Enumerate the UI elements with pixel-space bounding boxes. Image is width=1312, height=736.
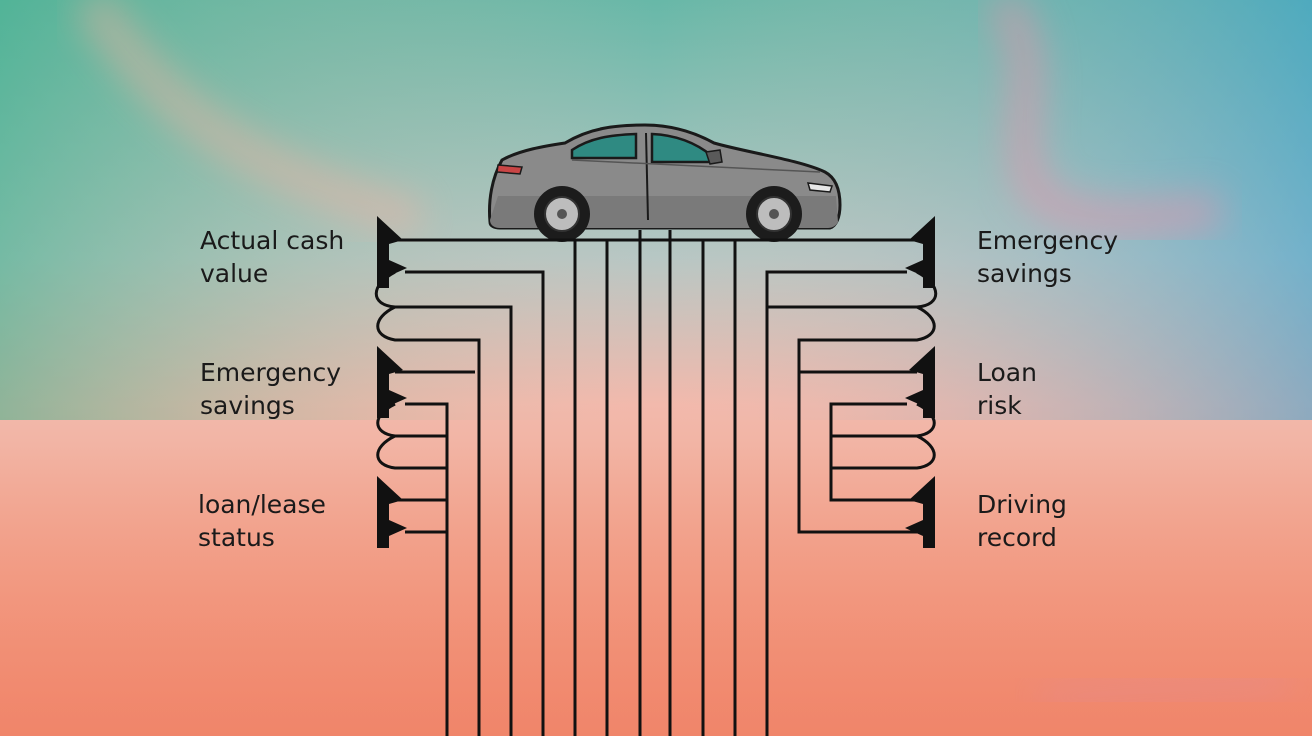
- right-wire: [829, 402, 917, 502]
- right-wire: [765, 270, 907, 736]
- label-left-1: Actual cash value: [200, 224, 344, 290]
- clamp-connector-icon: [905, 346, 935, 418]
- label-line: Actual cash: [200, 226, 345, 255]
- label-line: record: [977, 523, 1057, 552]
- label-line: Driving: [977, 490, 1067, 519]
- label-right-3: Driving record: [977, 488, 1067, 554]
- clamp-connector-icon: [905, 216, 935, 288]
- clamp-connector-icon: [377, 346, 407, 418]
- label-line: loan/lease: [198, 490, 326, 519]
- right-wire: [831, 434, 936, 470]
- label-line: risk: [977, 391, 1022, 420]
- label-right-1: Emergency savings: [977, 224, 1118, 290]
- left-wire: [376, 305, 481, 736]
- label-left-2: Emergency savings: [200, 356, 341, 422]
- label-line: Loan: [977, 358, 1037, 387]
- right-wire: [797, 305, 936, 534]
- label-line: Emergency: [977, 226, 1119, 255]
- left-wire: [405, 402, 449, 736]
- clamp-connector-icon: [377, 216, 407, 288]
- clamp-connector-icon: [905, 476, 935, 548]
- label-right-2: Loan risk: [977, 356, 1037, 422]
- connector-clamps: [377, 216, 935, 548]
- car-icon: [380, 123, 935, 242]
- label-left-3: loan/lease status: [198, 488, 326, 554]
- left-wire: [376, 434, 447, 470]
- label-line: Emergency: [200, 358, 342, 387]
- label-line: savings: [977, 259, 1072, 288]
- label-line: status: [198, 523, 275, 552]
- label-line: value: [200, 259, 269, 288]
- left-wire: [405, 270, 545, 736]
- clamp-connector-icon: [377, 476, 407, 548]
- label-line: savings: [200, 391, 295, 420]
